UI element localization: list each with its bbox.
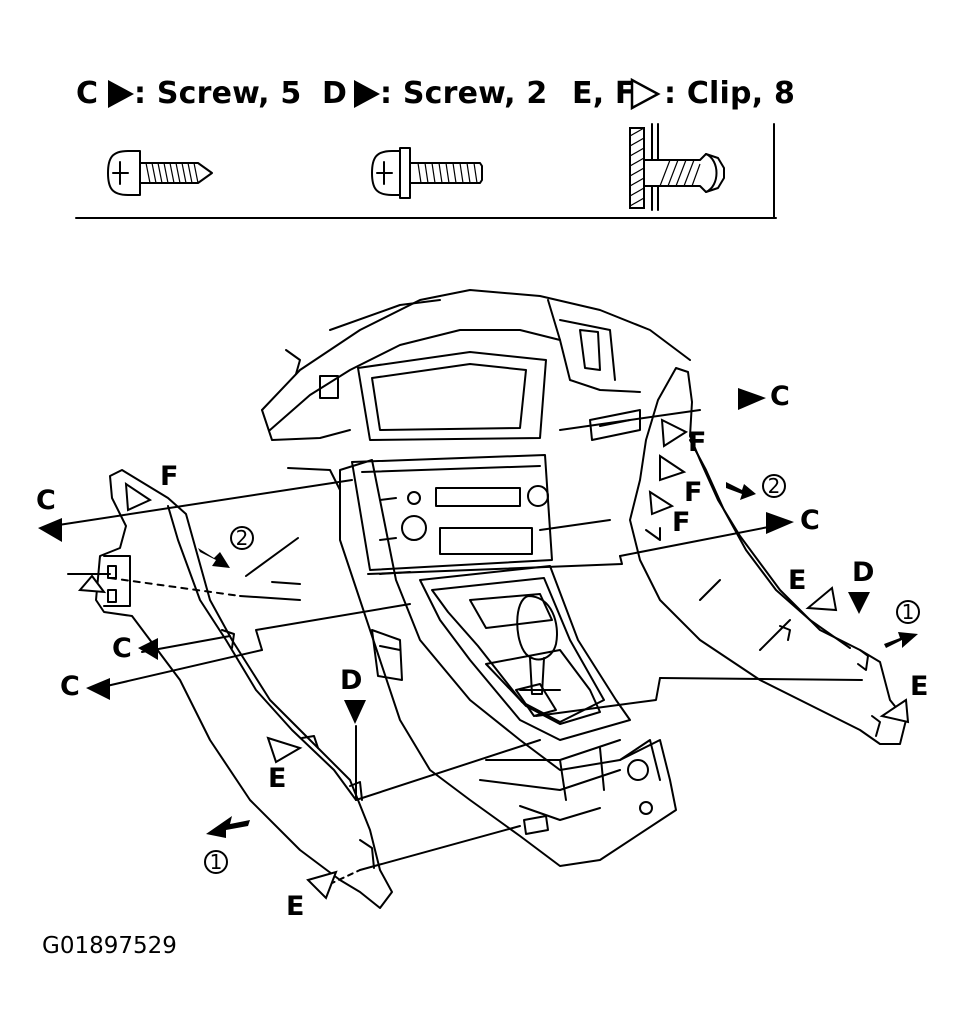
callout-d-label: D: [340, 665, 363, 696]
shift-knob: [516, 595, 561, 695]
callout-f-outline-triangle-icon: [660, 418, 689, 448]
callout-d-filled-triangle-icon: [848, 592, 870, 614]
callout-c-label: C: [60, 671, 80, 702]
removal-arrow-icon: 2: [726, 474, 786, 500]
callout-f-outline-triangle-icon: [659, 454, 687, 482]
removal-arrow-icon: 2: [198, 526, 254, 568]
callout-c-filled-triangle-icon: [38, 518, 62, 542]
step-two-number: 2: [768, 474, 781, 498]
callout-f-label: F: [160, 461, 179, 492]
callout-f-label: F: [684, 477, 703, 508]
callout-e-label: E: [910, 671, 929, 702]
callout-c-label: C: [112, 633, 132, 664]
legend-c-letter: C: [76, 76, 99, 111]
callout-c-label: C: [770, 381, 790, 412]
callout-e-outline-triangle-icon: [266, 736, 303, 764]
callout-e-outline-triangle-icon: [306, 870, 338, 900]
legend-ef-description: : Clip, 8: [664, 76, 796, 111]
callout-c-label: C: [800, 505, 820, 536]
callout-e-label: E: [268, 763, 287, 794]
callout-c-label: C: [36, 485, 56, 516]
callout-c-filled-triangle-icon: [766, 512, 794, 534]
callout-d-label: D: [852, 557, 875, 588]
step-one-number: 1: [902, 600, 915, 624]
callout-f-outline-triangle-icon: [648, 490, 675, 516]
legend-ef-letters: E, F: [572, 76, 636, 111]
clip-icon: [629, 123, 725, 211]
legend-ef-outline-triangle-icon: [630, 77, 661, 111]
bolt-icon: [371, 147, 483, 199]
center-display: [357, 351, 547, 441]
tapping-screw-icon: [107, 150, 213, 196]
removal-arrow-icon: 1: [204, 816, 250, 874]
legend-d-letter: D: [322, 76, 348, 111]
figure-id: G01897529: [42, 933, 177, 959]
legend-d-filled-triangle-icon: [354, 80, 380, 108]
left-side-panel: [95, 469, 393, 909]
callout-e-outline-triangle-icon: [77, 574, 107, 594]
right-side-panel: [629, 367, 907, 745]
callout-f-outline-triangle-icon: [124, 482, 153, 512]
callout-c-filled-triangle-icon: [86, 678, 110, 700]
callout-c-filled-triangle-icon: [738, 388, 766, 410]
audio-panel: [351, 454, 553, 571]
callout-e-outline-triangle-icon: [805, 586, 838, 612]
legend-c-filled-triangle-icon: [108, 80, 134, 108]
callout-f-label: F: [688, 427, 707, 458]
callout-e-outline-triangle-icon: [879, 698, 910, 724]
step-one-number: 1: [210, 850, 223, 874]
removal-arrow-icon: 1: [884, 600, 920, 648]
legend-d-description: : Screw, 2: [380, 76, 548, 111]
center-console: [339, 459, 677, 867]
callout-d-filled-triangle-icon: [344, 700, 366, 724]
callout-e-label: E: [788, 565, 807, 596]
callout-f-label: F: [672, 507, 691, 538]
callout-c-filled-triangle-icon: [138, 638, 158, 660]
callout-e-label: E: [286, 891, 305, 922]
step-two-number: 2: [236, 526, 249, 550]
legend-c-description: : Screw, 5: [134, 76, 302, 111]
